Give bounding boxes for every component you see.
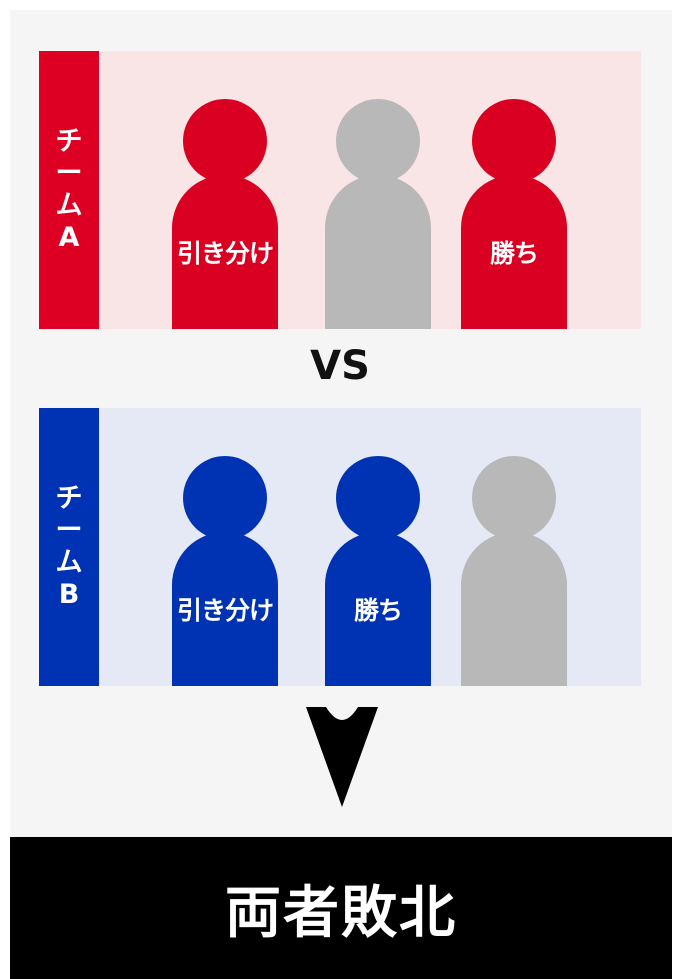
person-body-label: 勝ち	[325, 532, 431, 686]
team-b-label: チ ー ム B	[39, 408, 99, 686]
team-a-label-char: A	[58, 222, 80, 253]
person-head	[472, 456, 556, 540]
team-a-panel: チ ー ム A 引き分け 勝ち	[39, 51, 641, 329]
team-b-label-char: B	[58, 579, 80, 610]
person-body-label: 引き分け	[172, 532, 278, 686]
person-head	[183, 456, 267, 540]
team-a-label: チ ー ム A	[39, 51, 99, 329]
team-a-member-3: 勝ち	[461, 99, 567, 329]
person-body-label	[461, 532, 567, 686]
person-body-label: 勝ち	[461, 175, 567, 329]
vs-text: VS	[310, 343, 370, 389]
team-b-label-char: ー	[55, 515, 83, 546]
team-b-label-char: ム	[55, 547, 83, 578]
down-arrow-icon	[306, 707, 378, 807]
person-head	[336, 456, 420, 540]
team-b-member-1: 引き分け	[172, 456, 278, 686]
result-banner: 両者敗北	[10, 837, 672, 979]
team-a-label-char: チ	[55, 126, 83, 157]
person-body-label: 引き分け	[172, 175, 278, 329]
team-b-member-3	[461, 456, 567, 686]
person-head	[336, 99, 420, 183]
team-a-label-char: ー	[55, 158, 83, 189]
person-body-label	[325, 175, 431, 329]
team-b-panel: チ ー ム B 引き分け 勝ち	[39, 408, 641, 686]
team-a-member-2	[325, 99, 431, 329]
team-b-member-2: 勝ち	[325, 456, 431, 686]
team-a-member-1: 引き分け	[172, 99, 278, 329]
person-head	[472, 99, 556, 183]
team-b-label-char: チ	[55, 483, 83, 514]
person-head	[183, 99, 267, 183]
team-a-label-char: ム	[55, 190, 83, 221]
